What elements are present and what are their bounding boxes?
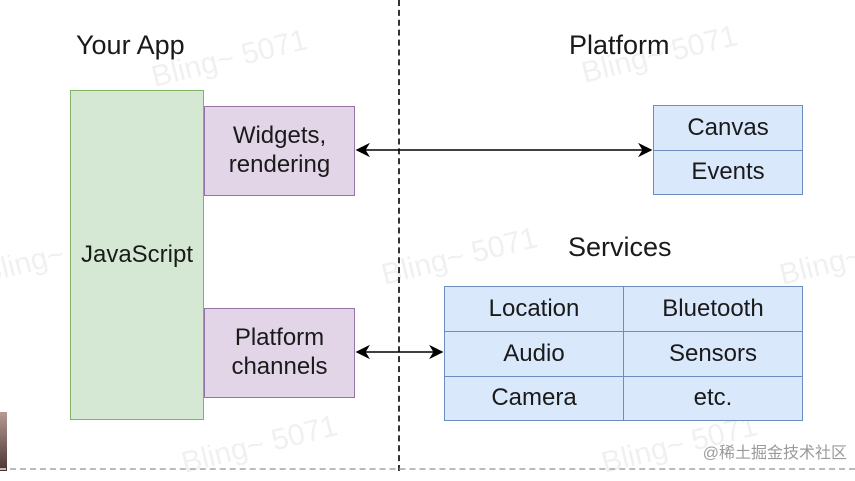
canvas-box: Canvas: [653, 105, 803, 151]
section-divider: [398, 0, 400, 471]
bottom-dashed-border: [0, 468, 855, 470]
channels-label-line2: channels: [231, 353, 328, 380]
canvas-label: Canvas: [687, 113, 769, 141]
platform-title: Platform: [569, 30, 670, 60]
javascript-box: JavaScript: [70, 90, 204, 420]
services-cell-camera: Camera: [444, 376, 624, 421]
events-label: Events: [691, 158, 765, 186]
footer-watermark: @稀土掘金技术社区: [702, 445, 847, 462]
service-label: Bluetooth: [662, 294, 764, 322]
events-box: Events: [653, 150, 803, 195]
service-label: Camera: [491, 384, 577, 412]
photo-edge-strip: [0, 412, 7, 471]
channels-label-line1: Platform: [234, 324, 325, 352]
widgets-label-line2: rendering: [228, 151, 331, 178]
services-cell-location: Location: [444, 286, 624, 332]
your-app-title: Your App: [76, 30, 185, 60]
service-label: Location: [488, 294, 580, 322]
javascript-label: JavaScript: [80, 240, 194, 268]
services-cell-bluetooth: Bluetooth: [623, 286, 803, 332]
service-label: etc.: [693, 384, 733, 412]
service-label: Sensors: [668, 339, 758, 367]
connector-arrows: [355, 142, 653, 360]
widgets-label-line1: Widgets,: [232, 122, 327, 150]
services-cell-etc: etc.: [623, 376, 803, 421]
platform-channels-box: Platform channels: [204, 308, 355, 398]
widgets-rendering-box: Widgets, rendering: [204, 106, 355, 196]
services-title: Services: [568, 232, 672, 262]
service-label: Audio: [503, 339, 565, 367]
